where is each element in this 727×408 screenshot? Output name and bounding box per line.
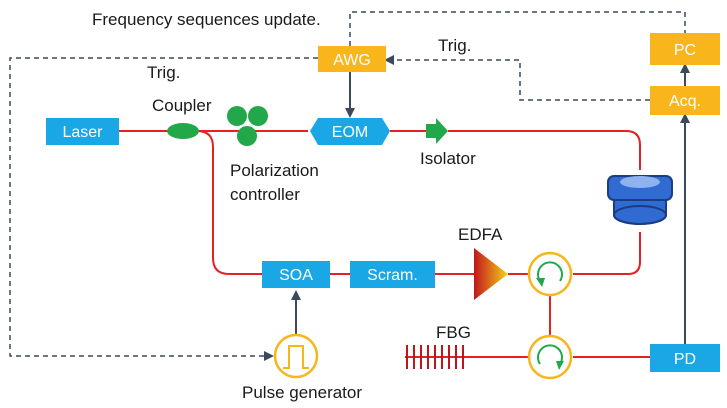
fiber-spool-icon	[607, 175, 673, 225]
polarization-controller-icon	[227, 106, 268, 146]
pulse-generator-label: Pulse generator	[242, 383, 362, 402]
eom-block: EOM	[310, 118, 390, 145]
pc-label: PC	[674, 42, 696, 59]
edfa-amplifier-icon	[474, 248, 508, 300]
pc-block: PC	[650, 33, 720, 65]
laser-label: Laser	[62, 124, 103, 141]
isolator-label: Isolator	[420, 149, 476, 168]
polarization-label-line2: controller	[230, 185, 300, 204]
circulator-bottom-icon	[527, 334, 573, 380]
laser-block: Laser	[46, 118, 119, 145]
acq-block: Acq.	[650, 86, 720, 115]
awg-label: AWG	[333, 52, 371, 69]
coupler-icon	[167, 123, 199, 139]
fbg-label: FBG	[436, 323, 471, 342]
control-paths	[9, 11, 686, 361]
awg-block: AWG	[318, 46, 386, 72]
pd-label: PD	[674, 351, 696, 368]
scrambler-label: Scram.	[367, 267, 418, 284]
solid-arrows	[291, 63, 690, 344]
soa-block: SOA	[262, 261, 330, 288]
frequency-update-label: Frequency sequences update.	[92, 10, 321, 29]
eom-label: EOM	[332, 124, 368, 141]
pulse-generator-icon	[273, 333, 319, 379]
fiber-paths	[119, 130, 650, 358]
fbg-grating-icon	[406, 345, 464, 369]
polarization-label-line1: Polarization	[230, 161, 319, 180]
coupler-label: Coupler	[152, 96, 212, 115]
trig-right-label: Trig.	[438, 36, 471, 55]
scrambler-block: Scram.	[350, 261, 435, 288]
pd-block: PD	[650, 344, 720, 372]
soa-label: SOA	[279, 267, 313, 284]
circulator-top-icon	[527, 251, 573, 297]
isolator-icon	[426, 118, 448, 144]
trig-left-label: Trig.	[147, 63, 180, 82]
edfa-label: EDFA	[458, 225, 503, 244]
acq-label: Acq.	[669, 93, 701, 110]
